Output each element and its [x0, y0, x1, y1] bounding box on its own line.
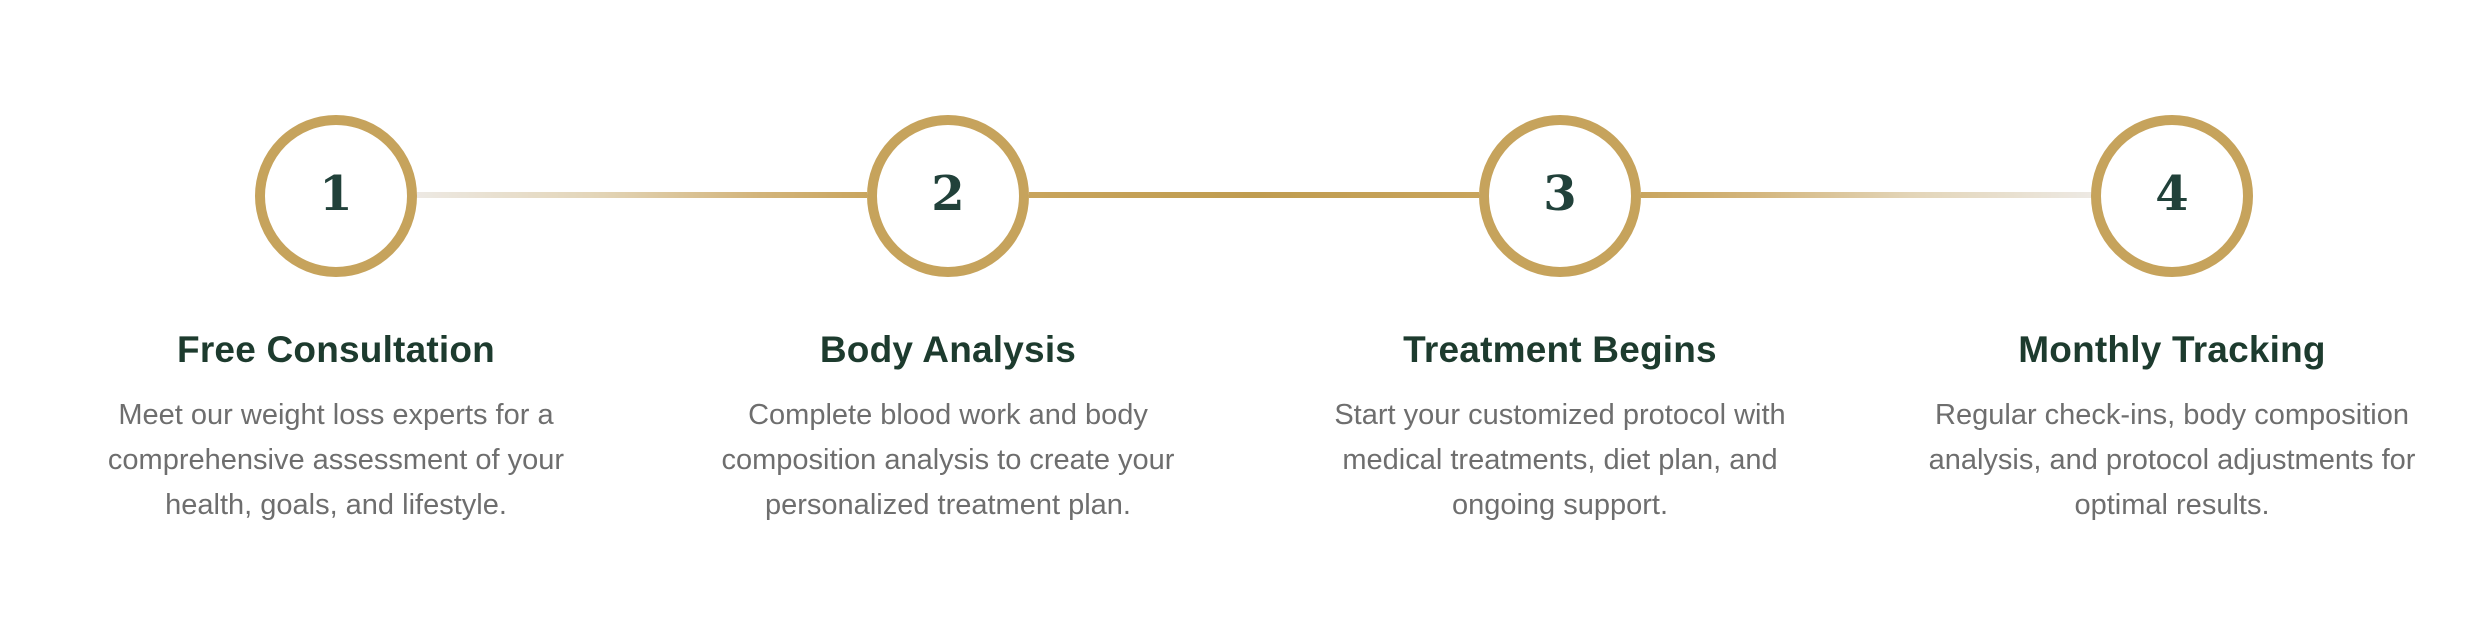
step-body-analysis: 2 Body Analysis Complete blood work and …	[642, 115, 1254, 528]
step-title: Monthly Tracking	[2018, 329, 2326, 370]
connector-line-3-4	[1641, 192, 2091, 198]
step-description: Meet our weight loss experts for a compr…	[107, 399, 565, 521]
steps-row: 1 Free Consultation Meet our weight loss…	[30, 115, 2478, 528]
step-number: 2	[931, 166, 965, 222]
step-number-badge: 1	[255, 115, 417, 277]
step-description: Complete blood work and body composition…	[721, 399, 1175, 521]
step-number-badge: 3	[1479, 115, 1641, 277]
step-treatment-begins: 3 Treatment Begins Start your customized…	[1254, 115, 1866, 528]
connector-line-1-2	[417, 192, 867, 198]
step-description: Regular check-ins, body composition anal…	[1928, 399, 2416, 521]
step-title: Free Consultation	[177, 329, 495, 370]
step-monthly-tracking: 4 Monthly Tracking Regular check-ins, bo…	[1866, 115, 2478, 528]
step-number: 4	[2155, 166, 2189, 222]
step-number: 1	[319, 166, 353, 222]
step-title: Body Analysis	[819, 329, 1077, 370]
step-description: Start your customized protocol with medi…	[1334, 399, 1786, 521]
connector-line-2-3	[1029, 192, 1479, 198]
step-free-consultation: 1 Free Consultation Meet our weight loss…	[30, 115, 642, 528]
step-number-badge: 4	[2091, 115, 2253, 277]
step-title: Treatment Begins	[1403, 329, 1717, 370]
step-number: 3	[1543, 166, 1577, 222]
step-number-badge: 2	[867, 115, 1029, 277]
